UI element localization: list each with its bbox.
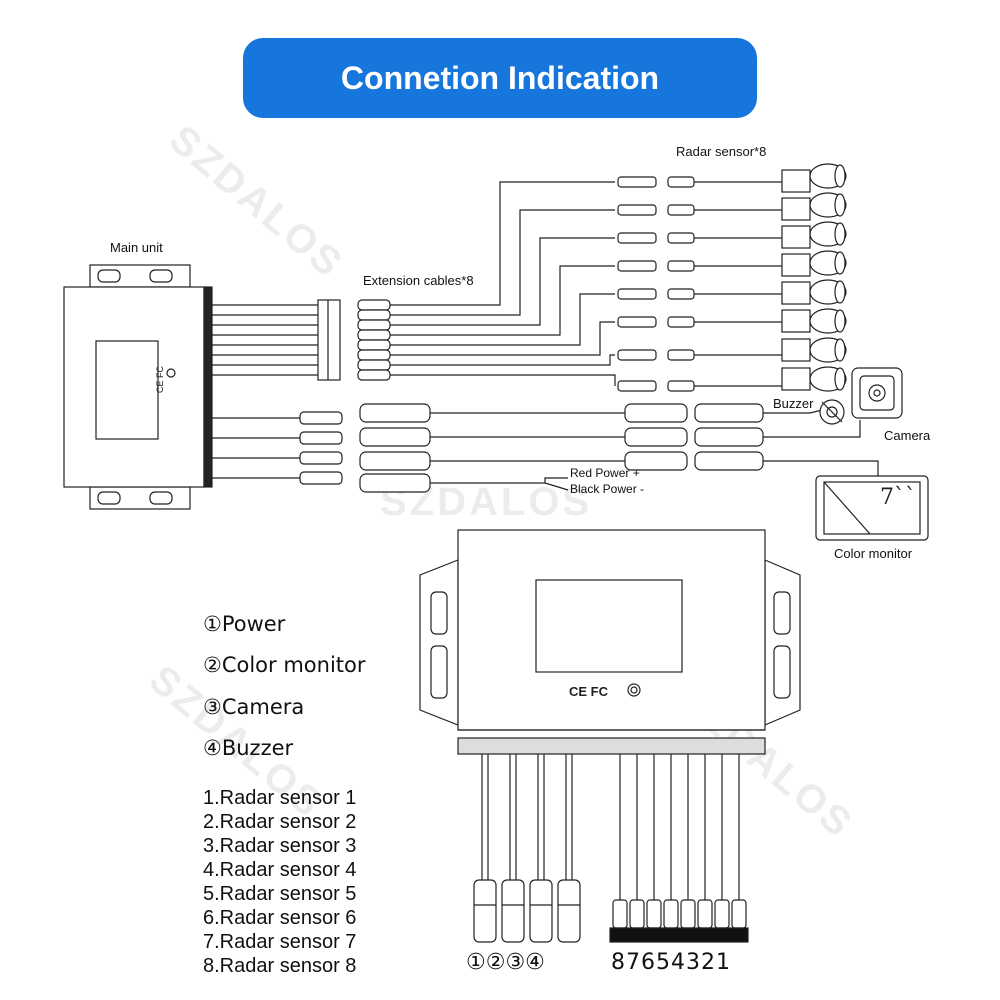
sensor-list-item: 3.Radar sensor 3 [203,835,357,857]
radar-sensor-list: 1.Radar sensor 1 2.Radar sensor 2 3.Rada… [203,786,356,978]
extension-cables-label: Extension cables*8 [363,273,474,288]
radar-port-numbers: 87654321 [611,950,731,975]
radar-harness-top [212,299,341,381]
monitor-screen-text: 7`` [880,485,916,510]
aviation-harness-top [212,403,879,493]
legend-power: ①Power [203,612,286,636]
sensor-list-item: 5.Radar sensor 5 [203,883,357,905]
top-unit-cert-marks: CE FC [155,365,165,393]
bottom-unit-cert-marks: CE FC [569,684,609,699]
aviation-port-numbers: ①②③④ [466,950,545,975]
radar-sensor-row-2 [617,192,847,221]
buzzer-label: Buzzer [773,396,814,411]
title-banner: Connetion Indication [243,38,757,118]
extension-cables [390,181,616,386]
radar-sensor-row-3 [617,221,847,249]
sensor-list-item: 1.Radar sensor 1 [203,787,357,809]
sensor-list-item: 4.Radar sensor 4 [203,859,357,881]
radar-sensor-row-1 [617,163,847,193]
aviation-cables-bottom [473,754,581,943]
camera-device [851,367,903,419]
color-monitor-device: 7`` [815,475,929,541]
title-text: Connetion Indication [340,59,660,96]
radar-sensor-row-5 [617,279,847,305]
legend-camera: ③Camera [203,695,305,719]
legend-color-monitor: ②Color monitor [203,653,366,677]
sensor-list-item: 6.Radar sensor 6 [203,907,357,929]
buzzer-device [819,399,845,425]
main-unit-bottom: CE FC [419,529,801,755]
main-unit-label: Main unit [110,240,163,255]
extension-plug-column [357,299,391,381]
radar-cables-bottom [609,754,749,943]
main-unit-top: CE FC [63,264,213,510]
legend-buzzer: ④Buzzer [203,736,294,760]
radar-sensor-row-6 [617,308,847,334]
sensor-list-item: 8.Radar sensor 8 [203,955,357,977]
camera-label: Camera [884,428,931,443]
radar-sensor-label: Radar sensor*8 [676,144,767,159]
sensor-list-item: 7.Radar sensor 7 [203,931,357,953]
radar-sensor-row-7 [617,337,847,363]
radar-sensor-row-8 [617,366,847,392]
radar-sensor-row-4 [617,250,847,277]
sensor-list-item: 2.Radar sensor 2 [203,811,357,833]
black-power-label: Black Power - [570,482,645,496]
red-power-label: Red Power + [570,466,640,480]
color-monitor-label: Color monitor [834,546,913,561]
